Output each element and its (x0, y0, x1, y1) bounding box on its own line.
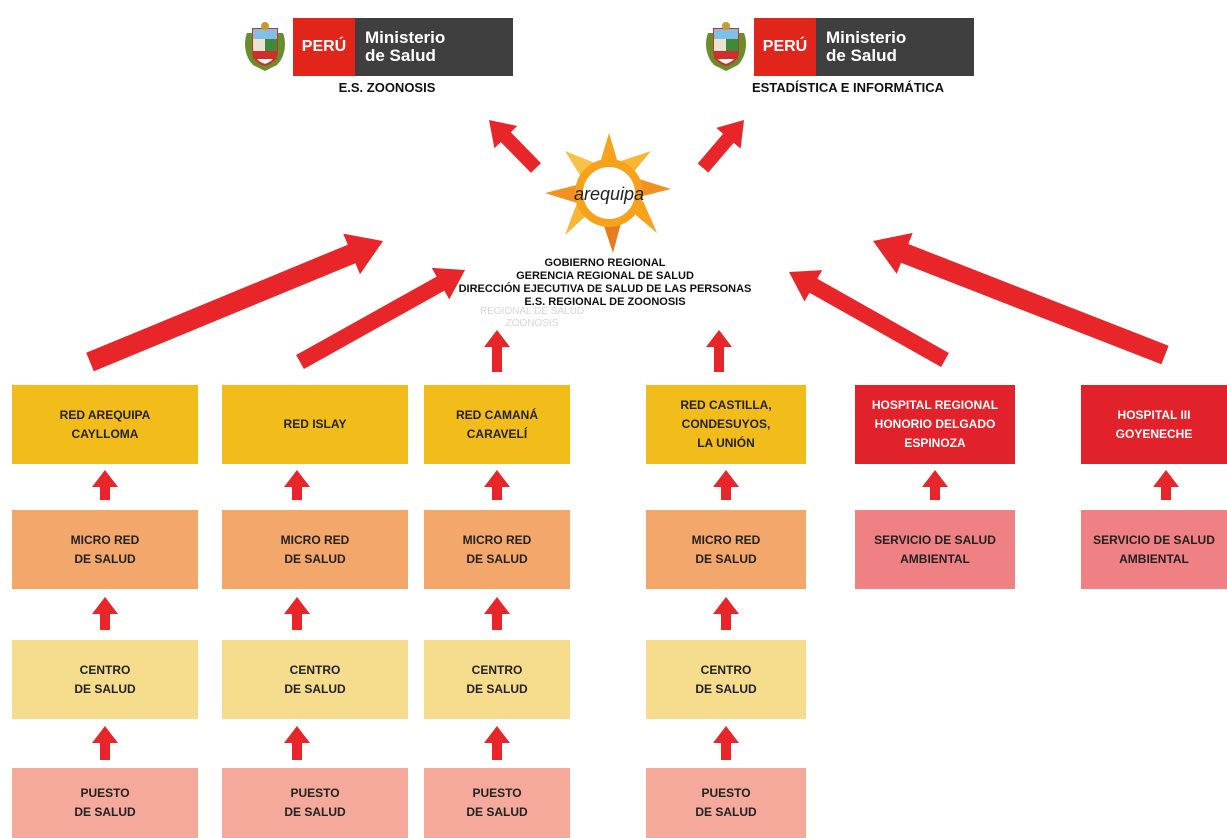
diagonal-arrow (296, 267, 465, 369)
faded-line-1: REGIONAL DE SALUD (479, 306, 585, 317)
logo-caption-zoonosis: E.S. ZOONOSIS (338, 80, 436, 95)
diagonal-arrow (873, 232, 1169, 365)
ministry-line-2: de Salud (826, 46, 897, 65)
ministry-line-1: Ministerio (365, 28, 446, 47)
micro-red-box: MICRO RED DE SALUD (12, 510, 198, 589)
up-arrow (713, 470, 739, 500)
up-arrow (92, 597, 118, 630)
up-arrow (284, 470, 310, 500)
up-arrow (484, 726, 510, 760)
puesto-salud-box: PUESTO DE SALUD (12, 768, 198, 838)
coat-of-arms-icon (245, 22, 285, 71)
up-arrow (284, 726, 310, 760)
up-arrow (1153, 470, 1179, 500)
ministry-name: Ministerio de Salud (355, 18, 513, 76)
red-castilla-box: RED CASTILLA, CONDESUYOS, LA UNIÓN (646, 385, 806, 464)
diagonal-arrow (86, 233, 383, 372)
ministry-name: Ministerio de Salud (816, 18, 974, 76)
gov-line-2: GERENCIA REGIONAL DE SALUD (516, 270, 694, 282)
hospital-honorio-delgado-box: HOSPITAL REGIONAL HONORIO DELGADO ESPINO… (855, 385, 1015, 464)
gov-line-4: E.S. REGIONAL DE ZOONOSIS (524, 296, 686, 308)
red-islay-box: RED ISLAY (222, 385, 408, 464)
ministry-line-2: de Salud (365, 46, 436, 65)
up-arrow (713, 726, 739, 760)
peru-label: PERÚ (754, 18, 816, 76)
red-arequipa-caylloma-box: RED AREQUIPA CAYLLOMA (12, 385, 198, 464)
centro-salud-box: CENTRO DE SALUD (424, 640, 570, 719)
diagonal-arrow (697, 120, 744, 173)
servicio-salud-ambiental-box: SERVICIO DE SALUD AMBIENTAL (1081, 510, 1227, 589)
hospital-goyeneche-box: HOSPITAL III GOYENECHE (1081, 385, 1227, 464)
micro-red-box: MICRO RED DE SALUD (646, 510, 806, 589)
up-arrow (92, 470, 118, 500)
up-arrow (484, 330, 510, 372)
centro-salud-box: CENTRO DE SALUD (646, 640, 806, 719)
arequipa-sun-logo: arequipa (545, 133, 671, 253)
centro-salud-box: CENTRO DE SALUD (222, 640, 408, 719)
central-authority-text: GOBIERNO REGIONAL GERENCIA REGIONAL DE S… (405, 257, 805, 309)
peru-label: PERÚ (293, 18, 355, 76)
red-camana-caraveli-box: RED CAMANÁ CARAVELÍ (424, 385, 570, 464)
diagonal-arrow (789, 270, 949, 367)
faded-background-text: REGIONAL DE SALUD ZOONOSIS (432, 306, 632, 330)
gov-line-3: DIRECCIÓN EJECUTIVA DE SALUD DE LAS PERS… (458, 283, 752, 295)
minsa-logo-zoonosis: PERÚ Ministerio de Salud (243, 18, 513, 76)
gov-line-1: GOBIERNO REGIONAL (544, 257, 666, 269)
up-arrow (484, 597, 510, 630)
puesto-salud-box: PUESTO DE SALUD (424, 768, 570, 838)
up-arrow (484, 470, 510, 500)
centro-salud-box: CENTRO DE SALUD (12, 640, 198, 719)
faded-line-2: ZOONOSIS (505, 318, 559, 329)
up-arrow (922, 470, 948, 500)
up-arrow (713, 597, 739, 630)
puesto-salud-box: PUESTO DE SALUD (646, 768, 806, 838)
logo-caption-estadistica: ESTADÍSTICA E INFORMÁTICA (751, 80, 945, 95)
up-arrow (706, 330, 732, 372)
servicio-salud-ambiental-box: SERVICIO DE SALUD AMBIENTAL (855, 510, 1015, 589)
minsa-logo-estadistica: PERÚ Ministerio de Salud (704, 18, 974, 76)
up-arrow (284, 597, 310, 630)
up-arrow (92, 726, 118, 760)
micro-red-box: MICRO RED DE SALUD (424, 510, 570, 589)
micro-red-box: MICRO RED DE SALUD (222, 510, 408, 589)
arequipa-logo-text: arequipa (574, 184, 644, 204)
ministry-line-1: Ministerio (826, 28, 907, 47)
coat-of-arms-icon (706, 22, 746, 71)
puesto-salud-box: PUESTO DE SALUD (222, 768, 408, 838)
diagonal-arrow (489, 120, 541, 173)
